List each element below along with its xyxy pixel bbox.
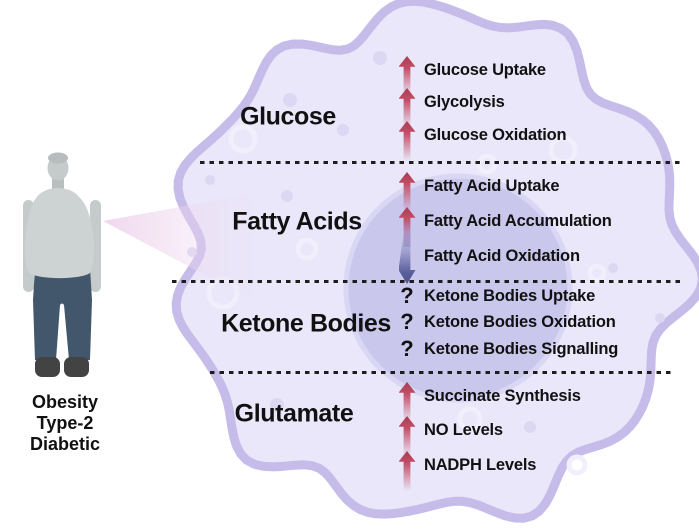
bubble-dot-icon — [283, 93, 297, 107]
person-pants — [33, 268, 92, 360]
bubble-ring-icon — [228, 124, 258, 154]
change-row-label: Glucose Oxidation — [424, 126, 567, 145]
bubble-dot-icon — [270, 398, 284, 412]
bubble-ring-icon — [457, 406, 483, 432]
bubble-dot-icon — [524, 421, 536, 433]
bubble-ring-icon — [566, 454, 588, 476]
change-row-label: Succinate Synthesis — [424, 387, 581, 406]
change-row-label: NADPH Levels — [424, 456, 537, 475]
bubble-dot-icon — [655, 313, 665, 323]
cell-nucleus — [343, 173, 573, 403]
section-divider-2 — [172, 280, 682, 283]
section-label-fatty-acids: Fatty Acids — [232, 207, 362, 236]
bubble-dot-icon — [373, 51, 387, 65]
change-row-label: NO Levels — [424, 421, 503, 440]
section-divider-3 — [210, 371, 672, 374]
change-row-label: Ketone Bodies Oxidation — [424, 313, 616, 332]
person-shoe-right — [64, 357, 89, 377]
person-shoe-left — [35, 357, 60, 377]
change-row-label: Ketone Bodies Signalling — [424, 340, 619, 359]
bubble-dot-icon — [281, 190, 293, 202]
callout-triangle — [103, 193, 258, 303]
caption-line-2: Type-2 Diabetic — [29, 413, 101, 454]
change-row-label: Glucose Uptake — [424, 61, 546, 80]
bubble-ring-icon — [476, 153, 498, 175]
person-hair — [48, 152, 68, 164]
change-row-label: Fatty Acid Accumulation — [424, 212, 612, 231]
change-row-label: Fatty Acid Oxidation — [424, 247, 580, 266]
section-label-glucose: Glucose — [240, 102, 336, 131]
person-caption: Obesity Type-2 Diabetic — [0, 392, 130, 455]
question-mark: ? — [400, 335, 414, 361]
bubble-dot-icon — [337, 124, 349, 136]
caption-line-1: Obesity — [31, 392, 99, 412]
section-label-glutamate: Glutamate — [234, 399, 354, 428]
person-shirt — [24, 188, 95, 279]
change-row-label: Fatty Acid Uptake — [424, 177, 560, 196]
change-row-label: Ketone Bodies Uptake — [424, 287, 596, 306]
person-figure — [23, 152, 101, 377]
change-row-label: Glycolysis — [424, 93, 505, 112]
question-mark: ? — [400, 282, 414, 308]
cytoplasm-bubbles — [187, 51, 665, 476]
bubble-ring-icon — [295, 237, 319, 261]
section-divider-1 — [200, 161, 682, 164]
section-label-ketone-bodies: Ketone Bodies — [221, 309, 391, 338]
bubble-dot-icon — [608, 263, 618, 273]
bubble-dot-icon — [205, 175, 215, 185]
question-mark: ? — [400, 308, 414, 334]
